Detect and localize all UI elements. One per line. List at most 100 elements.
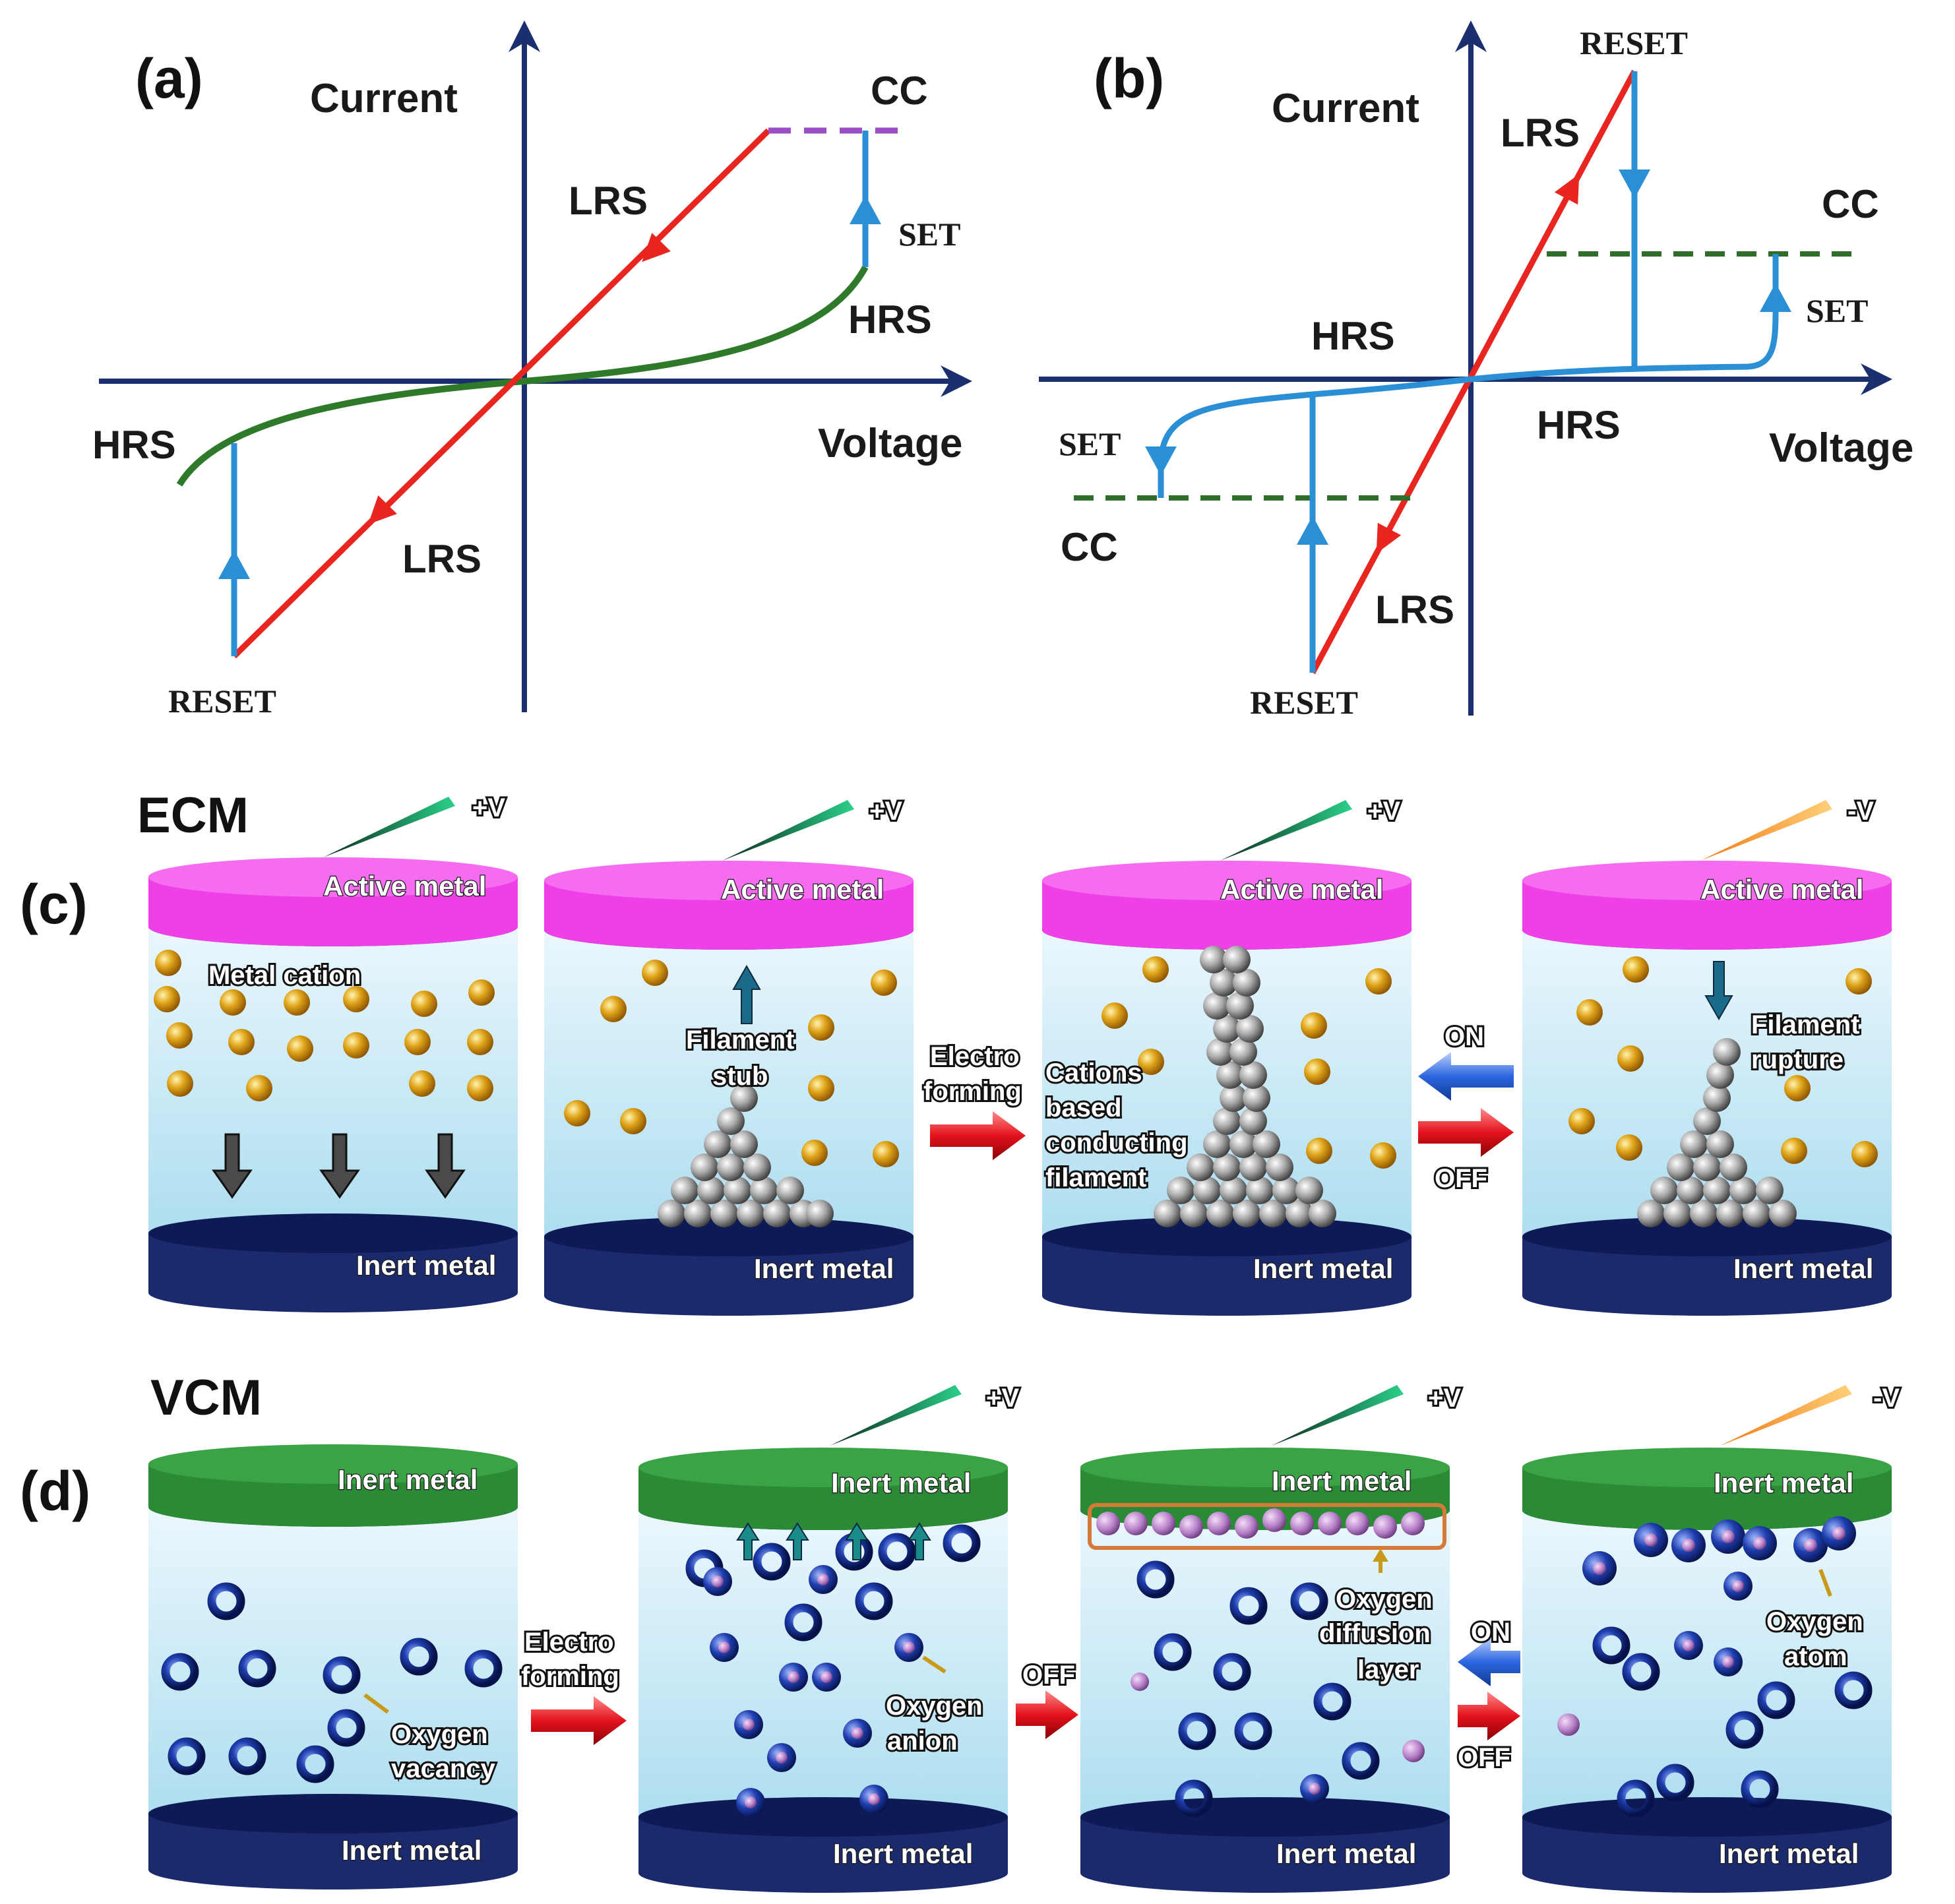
vcm-cell-4-bottom-label: Inert metal [1719,1838,1859,1869]
voltage-d3: +V [1428,1384,1461,1413]
hrs-label-b-lower: HRS [1537,403,1621,447]
diffusion-layer-particles-d3 [1096,1508,1425,1539]
cc-label-a: CC [871,69,928,113]
probe-tip-c3 [1220,800,1352,861]
atom-pointer-d4 [1818,1568,1832,1597]
vcm-cell-2: Inert metal Inert metal [638,1448,1008,1893]
oxygen-atom-label-2: atom [1784,1642,1847,1671]
reset-label-b-bottom: RESET [1250,684,1358,721]
ecm-cell-1-top-label: Active metal [323,871,486,902]
diffusion-pointer-head-d3 [1373,1549,1388,1562]
metal-cations-c1 [154,950,495,1101]
ruptured-filament-c4 [1637,1038,1797,1227]
lrs-label-a-top: LRS [569,179,648,223]
reset-arrow-b-bottom [1297,516,1328,545]
forming-label-c-2: forming [923,1077,1022,1106]
conducting-filament-label-3: conducting [1045,1128,1188,1157]
voltage-c2: +V [869,797,902,826]
metal-cations-c2 [564,960,899,1167]
anion-pointer-d2 [922,1655,946,1674]
lrs-label-b-bottom: LRS [1375,588,1454,632]
conducting-filament-label-2: based [1045,1093,1122,1122]
ecm-title: ECM [137,787,249,844]
lrs-label-a-bottom: LRS [402,537,481,581]
current-label-b: Current [1272,86,1419,131]
oxygen-atom-label-1: Oxygen [1766,1607,1863,1636]
off-label-d2: OFF [1458,1743,1510,1772]
lrs-line-b [1310,69,1637,675]
hrs-curve-b [1158,309,1779,466]
filament-rupture-label-1: Filament [1751,1010,1859,1039]
vcm-title: VCM [150,1370,262,1426]
probe-tip-d4 [1720,1385,1852,1446]
ecm-cell-3-top-label: Active metal [1220,874,1383,905]
set-arrow-b-left [1145,446,1177,476]
panel-b: (b) Current Voltage LRS LRS HRS HRS RESE… [1039,20,1913,721]
vcm-cell-1: Inert metal Inert metal [148,1444,518,1889]
hrs-label-a-left: HRS [92,423,176,467]
diffusion-layer-label-1: Oxygen [1336,1585,1433,1614]
set-label-a: SET [898,216,961,253]
voltage-d2: +V [986,1384,1019,1413]
oxygen-vacancies-d1 [161,1582,503,1783]
lrs-arrow-b-bottom [1376,522,1402,554]
on-arrow-c [1418,1052,1514,1101]
ecm-cell-2-top-label: Active metal [721,874,884,905]
growth-arrow-c2 [732,964,761,1024]
vcm-cell-3-bottom-label: Inert metal [1276,1838,1416,1869]
oxygen-vacancy-label-2: vacancy [391,1754,496,1783]
on-arrow-d [1458,1638,1520,1686]
vcm-cell-1-bottom-label: Inert metal [342,1835,481,1866]
vcm-cell-1-top-label: Inert metal [338,1464,478,1495]
diffusion-layer-label-3: layer [1357,1655,1419,1684]
lrs-line-a [232,128,771,659]
filament-stub-label-2: stub [712,1062,768,1091]
forming-label-c-1: Electro [930,1042,1020,1071]
metal-cation-label: Metal cation [208,961,361,990]
cc-label-b-right: CC [1822,182,1879,226]
oxygen-anions-d2 [703,1565,923,1817]
probe-tip-c2 [722,800,854,861]
filament-rupture-label-2: rupture [1751,1045,1844,1074]
oxygen-vacancies-d3 [1136,1560,1380,1818]
panel-c: (c) ECM Active metal Inert metal Active … [20,786,1892,1316]
conducting-filament-label-4: filament [1045,1163,1146,1192]
probe-tip-d3 [1272,1385,1404,1446]
oxygen-atoms-d4 [1582,1516,1856,1676]
panel-b-label: (b) [1094,47,1164,109]
vacancy-pointer-d1 [363,1693,389,1714]
oxygen-anion-label-1: Oxygen [886,1692,983,1721]
set-label-b-left: SET [1059,425,1121,462]
off-arrow-c [1418,1108,1514,1157]
panel-a-label: (a) [135,47,203,109]
voltage-label-b: Voltage [1769,425,1913,471]
diffusion-layer-label-2: diffusion [1319,1619,1431,1648]
panel-d: (d) VCM Inert metal Inert metal Inert me… [20,1368,1902,1893]
set-arrow-b-right [1760,283,1791,312]
set-label-b-right: SET [1806,292,1869,329]
vcm-cell-3-top-label: Inert metal [1272,1465,1412,1496]
voltage-label-a: Voltage [818,421,962,466]
lrs-arrow-b-top [1554,173,1580,205]
voltage-c3: +V [1367,797,1400,826]
oxygen-anions-d3 [1131,1673,1425,1803]
panel-d-label: (d) [20,1460,90,1522]
off-label-c: OFF [1435,1164,1487,1193]
ecm-cell-1-bottom-label: Inert metal [356,1250,496,1281]
hrs-curve-a [176,265,869,487]
off-label-d1: OFF [1022,1661,1075,1690]
lrs-arrow-a-bottom [368,495,397,525]
drift-arrows-c1 [212,1133,466,1199]
ecm-cell-4: Active metal Inert metal [1522,861,1892,1316]
hrs-label-b-upper: HRS [1311,314,1395,358]
diffusion-layer-box-d3 [1088,1503,1446,1550]
probe-tip-c1 [323,797,455,857]
vcm-cell-2-top-label: Inert metal [831,1467,971,1498]
filament-stub-label-1: Filament [686,1026,794,1055]
conducting-filament-label-1: Cations [1045,1059,1142,1088]
forming-label-d-1: Electro [524,1628,614,1657]
cc-label-b-left: CC [1061,525,1118,569]
filament-stub-c2 [658,1084,834,1227]
voltage-c4: -V [1847,797,1874,826]
